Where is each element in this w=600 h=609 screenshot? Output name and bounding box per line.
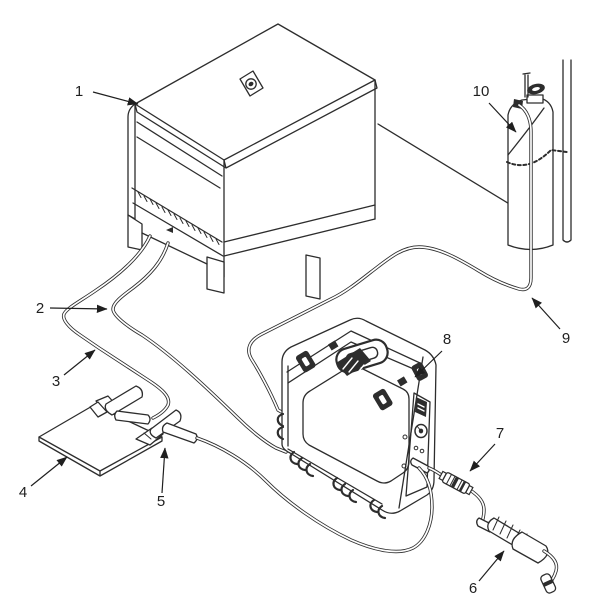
callout-label-gun-connector: 7 — [496, 425, 504, 442]
welding-gun — [476, 516, 559, 594]
callout-arrow-gas-hose — [531, 297, 561, 330]
rear-cable-line — [377, 123, 517, 209]
callout-arrow-power-source — [92, 91, 139, 106]
workpiece — [38, 404, 163, 477]
hinge-nub — [397, 376, 408, 387]
gas-cylinder-assembly — [506, 59, 572, 251]
gun-cable — [427, 466, 486, 526]
latch — [295, 350, 316, 373]
clamp-ferrule — [114, 410, 151, 425]
callout-layer: 1 2 3 4 5 6 7 8 9 10 — [19, 83, 570, 597]
callout-arrow-work-clamp — [160, 447, 169, 494]
panel-display — [415, 397, 427, 417]
work-clamp-b — [135, 409, 198, 446]
callout-arrow-workpiece — [30, 456, 68, 487]
panel-arrow-decal — [166, 227, 173, 233]
gas-hose — [247, 103, 533, 416]
callout-label-work-cable: 3 — [52, 373, 60, 390]
bumper-ribs — [289, 450, 315, 478]
handle-grip — [336, 348, 371, 376]
callout-arrow-welding-gun — [478, 550, 505, 582]
latch — [372, 388, 393, 411]
cable-connector — [438, 470, 474, 496]
flow-tube — [522, 72, 531, 98]
callout-label-gas-hose: 9 — [562, 330, 570, 347]
gun-handle — [511, 531, 549, 564]
work-clamp-a — [89, 385, 151, 425]
power-source — [127, 23, 378, 300]
louver-ticks — [137, 191, 220, 245]
clamp-ferrule — [161, 422, 198, 444]
callout-label-power-source: 1 — [75, 83, 83, 100]
callout-label-gas-cylinder: 10 — [473, 83, 490, 100]
sense-cable — [195, 436, 434, 554]
callout-label-work-clamp: 5 — [157, 493, 165, 510]
callout-arrow-wire-feeder-case — [414, 350, 443, 378]
hinge-nub — [328, 340, 339, 351]
bumper-ribs — [332, 476, 358, 504]
callout-arrow-work-cable — [63, 349, 96, 376]
callout-arrow-gas-cylinder — [488, 102, 517, 133]
clamp-handle — [104, 385, 144, 416]
bumper-ribs — [276, 412, 285, 441]
bumper-ribs — [369, 498, 387, 520]
support-post — [562, 59, 572, 243]
work-cable — [61, 234, 171, 420]
weld-cable — [111, 241, 288, 454]
callout-label-weld-cable: 2 — [36, 300, 44, 317]
callout-label-wire-feeder-case: 8 — [443, 331, 451, 348]
wire-feeder-case — [276, 317, 437, 520]
callout-label-welding-gun: 6 — [469, 580, 477, 597]
callout-arrow-weld-cable — [49, 304, 108, 314]
callout-label-workpiece: 4 — [19, 484, 27, 501]
gun-nozzle — [540, 573, 557, 594]
callout-arrow-gun-connector — [469, 443, 496, 472]
